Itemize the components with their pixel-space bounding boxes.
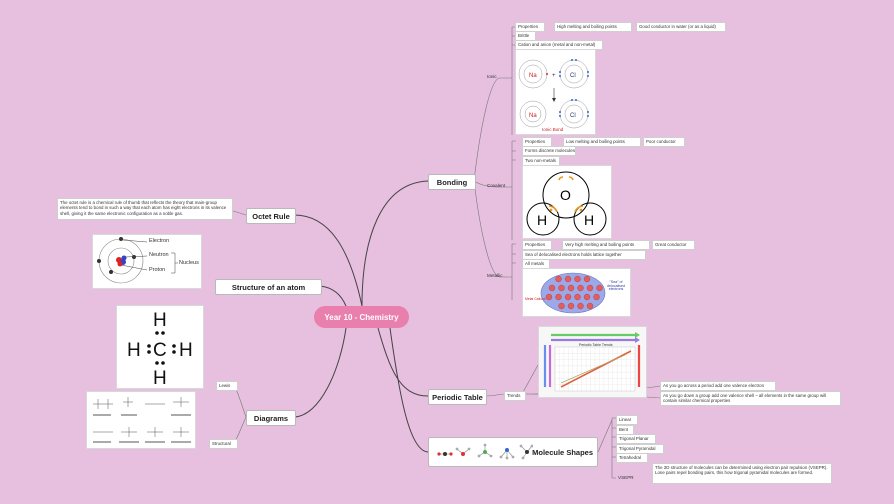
lewis-h-bottom: H <box>153 368 167 388</box>
na-symbol-top: Na <box>529 73 537 79</box>
metal-cation <box>586 302 594 310</box>
trend-note-across: As you go across a period add one valenc… <box>660 381 776 391</box>
metal-cation <box>567 302 575 310</box>
cl-symbol-top: Cl <box>570 73 576 79</box>
covalent-property-1: Low melting and boiling points <box>563 137 641 147</box>
metal-cation <box>564 293 572 301</box>
molecule-shapes-icons <box>437 443 533 460</box>
plus-symbol: + <box>552 73 556 79</box>
metallic-property-1: Very high melting and boiling points <box>562 240 650 250</box>
na-symbol-bottom: Na <box>529 113 537 119</box>
metal-cation <box>596 284 603 292</box>
shape-trigonal-planar: Trigonal Planar <box>616 434 656 444</box>
metallic-property-2: Great conductor <box>652 240 695 250</box>
ionic-label[interactable]: Ionic <box>487 74 497 79</box>
diagrams-node[interactable]: Diagrams <box>246 410 296 426</box>
nucleus-label: Nucleus <box>179 260 199 266</box>
metal-cation <box>555 275 562 283</box>
ionic-property-2: Good conductor in water (or as a liquid) <box>636 22 726 32</box>
metallic-lattice-image: "Sea" of delocalised electrons Metal Cat… <box>522 268 631 317</box>
sea-electrons-label: "Sea" of delocalised electrons <box>607 280 625 292</box>
ionic-bond-image: Na Cl + Na Cl Ionic Bond <box>515 49 596 135</box>
periodic-table-node[interactable]: Periodic Table <box>428 389 487 405</box>
metal-cation <box>586 284 594 292</box>
lewis-h-top: H <box>153 310 167 331</box>
hydrogen-left-symbol: H <box>537 212 547 228</box>
metal-cation <box>574 275 581 283</box>
periodic-trends-image: Periodic Table Trends <box>538 326 647 398</box>
metal-cations-label: Metal Cations <box>525 297 546 301</box>
covalent-water-image: O H H <box>522 165 612 239</box>
neutron-label: Neutron <box>149 252 169 258</box>
covalent-label[interactable]: Covalent <box>487 183 506 188</box>
covalent-property-2: Poor conductor <box>643 137 685 147</box>
metal-cation <box>558 284 565 292</box>
metal-cation <box>564 275 572 283</box>
metallic-properties-label: Properties <box>522 240 552 250</box>
oxygen-symbol: O <box>560 187 571 203</box>
metal-cation <box>583 275 591 283</box>
molecule-shapes-title: Molecule Shapes <box>532 447 593 457</box>
vsepr-label: VSEPR <box>618 475 634 480</box>
lewis-structure-image: H H C H H <box>116 305 204 389</box>
metal-cation <box>574 293 581 301</box>
metal-cation <box>583 293 591 301</box>
electron-label: Electron <box>149 238 170 244</box>
shape-tetrahedral: Tetrahedral <box>616 453 648 463</box>
ionic-property-1: High melting and boiling points <box>554 22 632 32</box>
atom-structure-node[interactable]: Structure of an atom <box>215 279 322 295</box>
metallic-label[interactable]: Metallic <box>487 273 503 278</box>
metal-cation <box>567 284 575 292</box>
metal-cation <box>558 302 565 310</box>
shape-linear: Linear <box>616 415 638 425</box>
vsepr-note: The 3D structure of molecules can be det… <box>652 463 832 484</box>
lewis-label: Lewis <box>216 381 238 391</box>
lewis-h-right: H <box>179 340 193 361</box>
metallic-item-sea: Sea of delocalised electrons holds latti… <box>522 250 646 260</box>
octet-rule-node[interactable]: Octet Rule <box>246 208 296 224</box>
structural-label: Structural <box>209 439 238 449</box>
molecule-shapes-node[interactable]: Molecule Shapes <box>428 437 598 467</box>
covalent-item-discrete: Forms discrete molecules <box>522 146 576 156</box>
octet-rule-note: The octet rule is a chemical rule of thu… <box>57 198 233 220</box>
metal-cation <box>593 293 600 301</box>
structural-formulas-image <box>86 391 196 449</box>
periodic-trends-title: Periodic Table Trends <box>579 343 613 347</box>
hydrogen-right-symbol: H <box>584 212 594 228</box>
bonding-node[interactable]: Bonding <box>428 174 476 190</box>
cl-symbol-bottom: Cl <box>570 113 576 119</box>
lewis-c: C <box>153 340 167 361</box>
metal-cation <box>548 284 556 292</box>
ionic-bond-caption: Ionic Bond <box>542 127 564 132</box>
trend-note-down: As you go down a group add one valence s… <box>660 391 841 406</box>
metal-cation <box>545 293 553 301</box>
metal-cation <box>555 293 562 301</box>
metal-cation <box>577 284 584 292</box>
proton-label: Proton <box>149 267 166 273</box>
metal-cation <box>577 302 584 310</box>
central-topic[interactable]: Year 10 - Chemistry <box>314 306 409 328</box>
atom-diagram: Electron Neutron Proton Nucleus <box>92 234 202 289</box>
trends-label[interactable]: Trends <box>504 391 526 401</box>
lewis-h-left: H <box>127 340 141 361</box>
